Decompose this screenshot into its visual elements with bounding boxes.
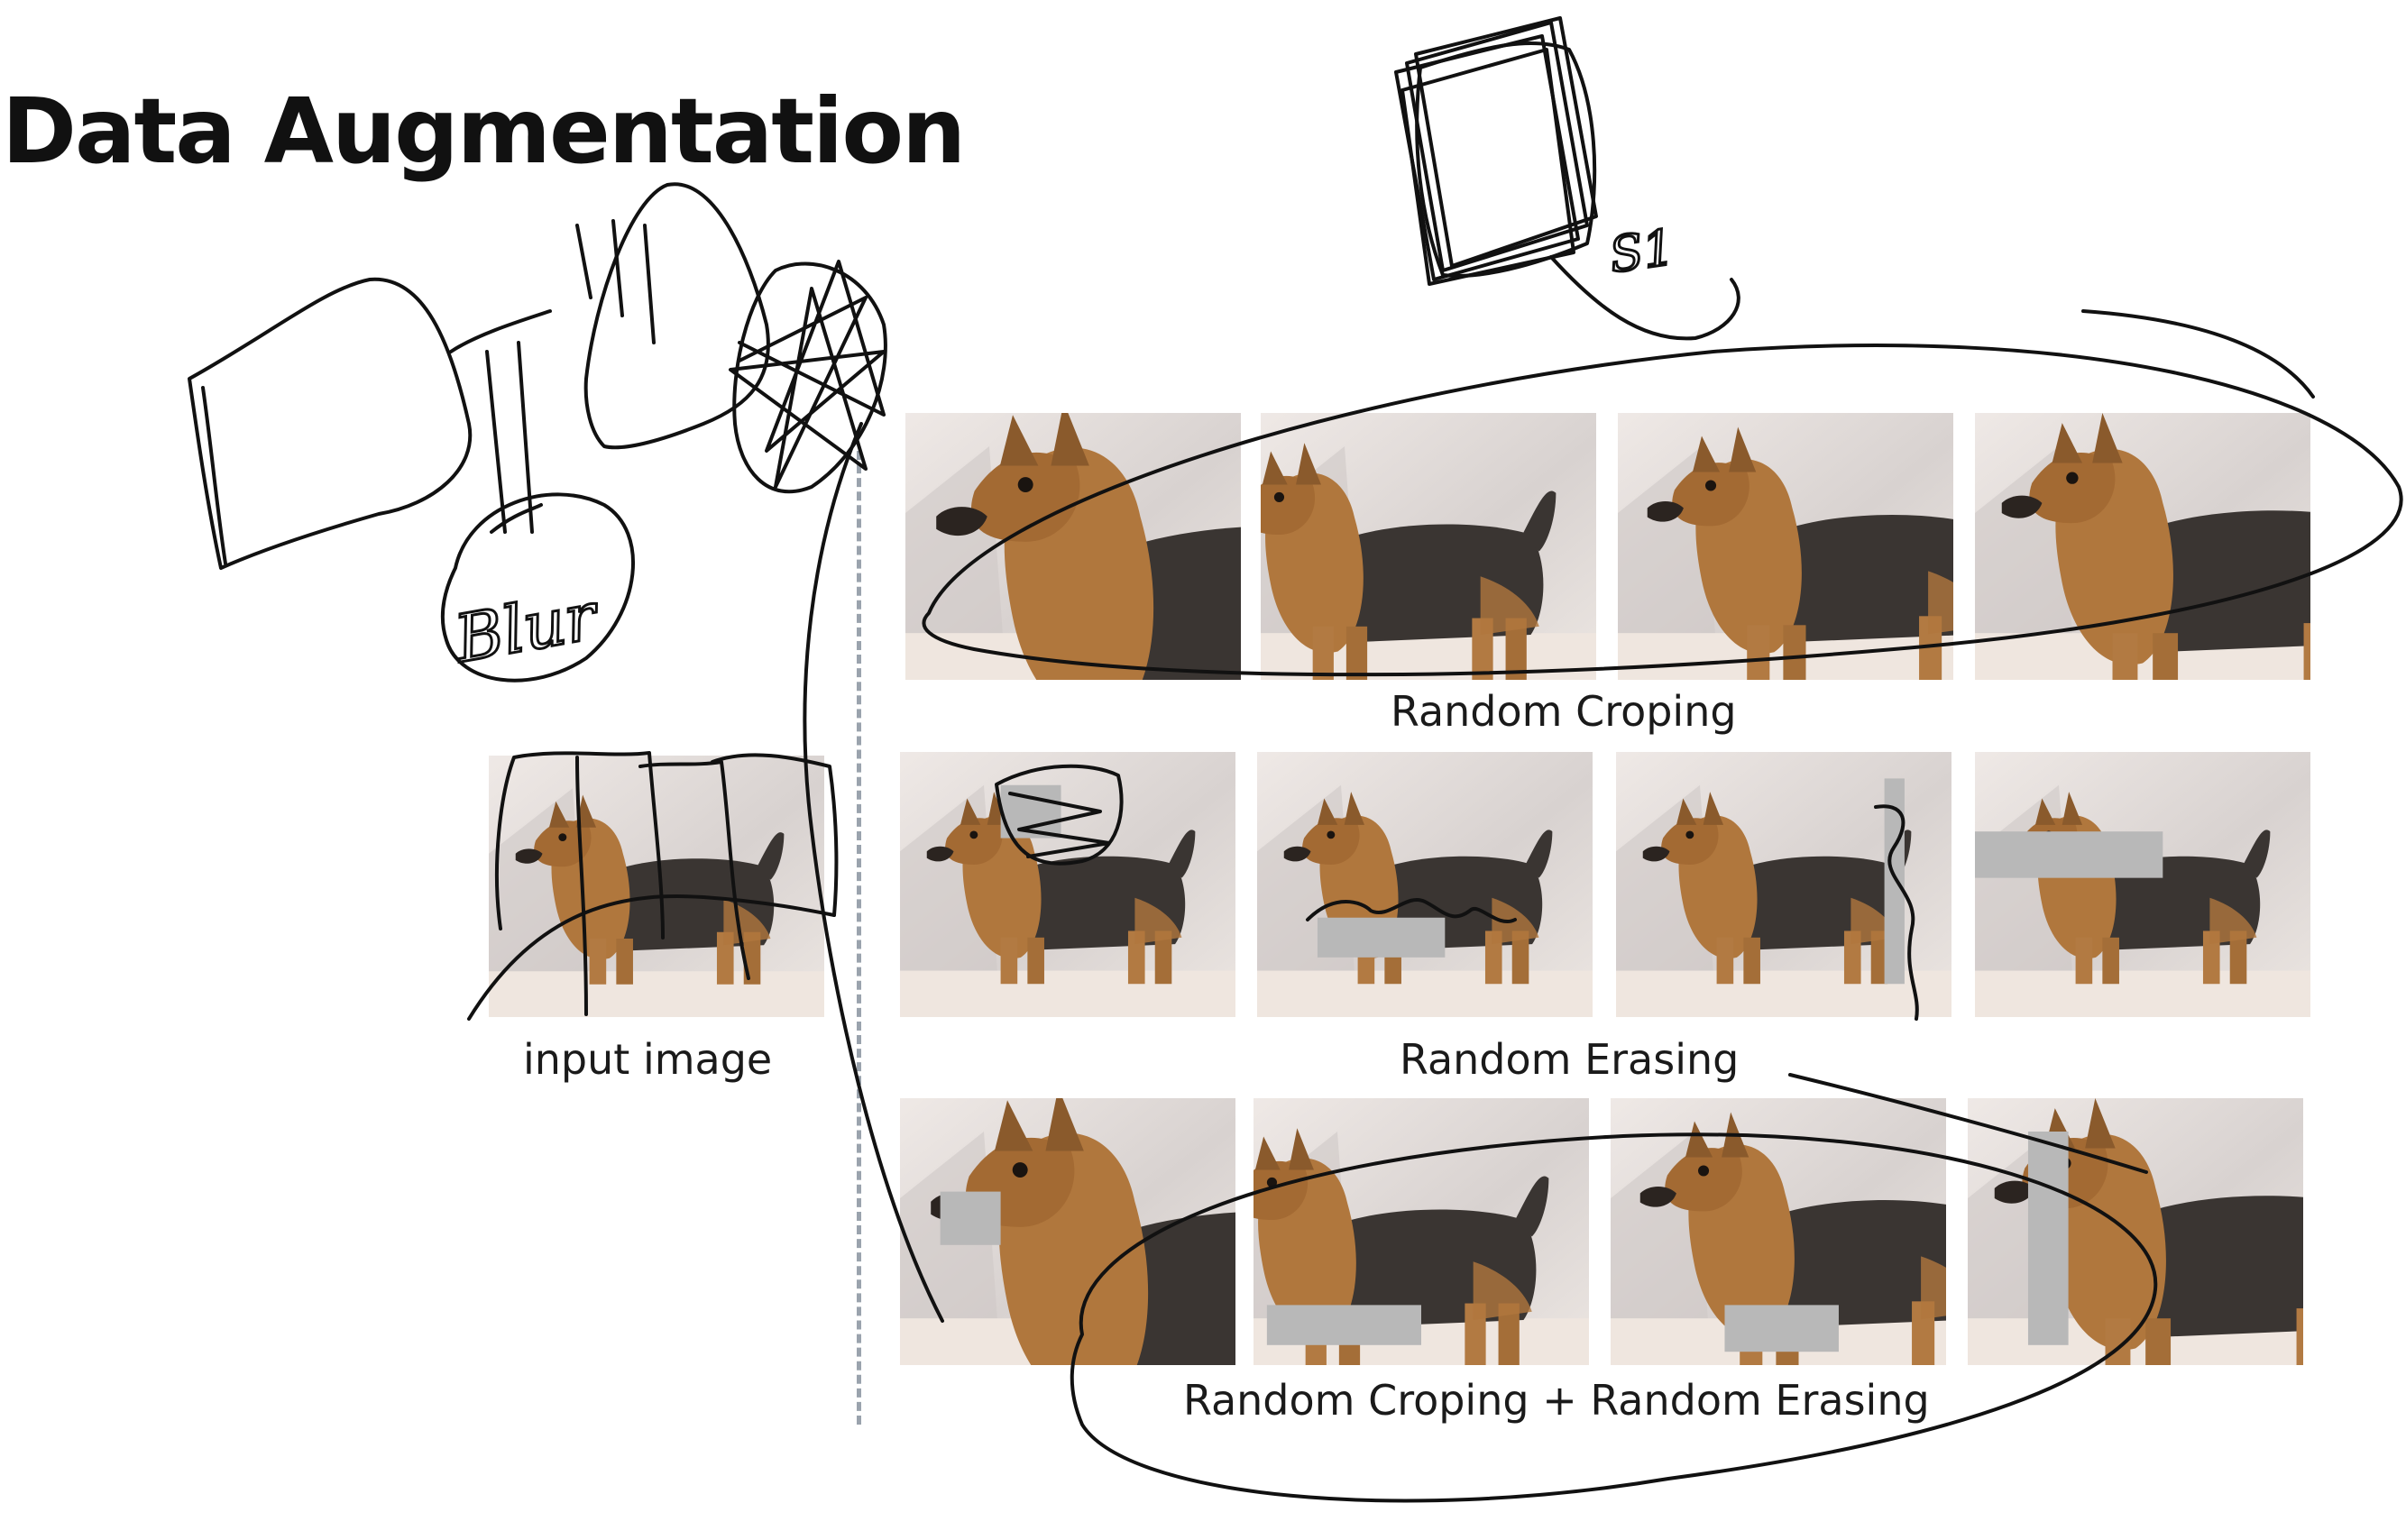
combo-tile-2 (1254, 1098, 1589, 1365)
s1-annotation: S1 (1606, 218, 1677, 283)
erase-tile-1 (900, 752, 1235, 1017)
random-cropping-label: Random Croping (1391, 687, 1737, 736)
crop-tile-3 (1618, 413, 1953, 680)
crop-tile-4 (1975, 413, 2310, 680)
combo-tile-1 (900, 1098, 1235, 1365)
random-erasing-label: Random Erasing (1400, 1035, 1740, 1084)
erase-tile-2 (1257, 752, 1593, 1017)
crop-tile-1 (905, 413, 1241, 680)
erase-tile-3 (1616, 752, 1951, 1017)
dashed-divider (857, 451, 861, 1425)
combo-tile-3 (1611, 1098, 1946, 1365)
combo-tile-4 (1968, 1098, 2303, 1365)
crop-and-erase-label: Random Croping + Random Erasing (1183, 1376, 1930, 1425)
erase-tile-4 (1975, 752, 2310, 1017)
blur-annotation: Blur (448, 577, 605, 677)
input-image-label: input image (523, 1035, 773, 1084)
slide-title: Data Augmentation (2, 78, 966, 184)
crop-tile-2 (1261, 413, 1596, 680)
input-image (489, 756, 824, 1017)
